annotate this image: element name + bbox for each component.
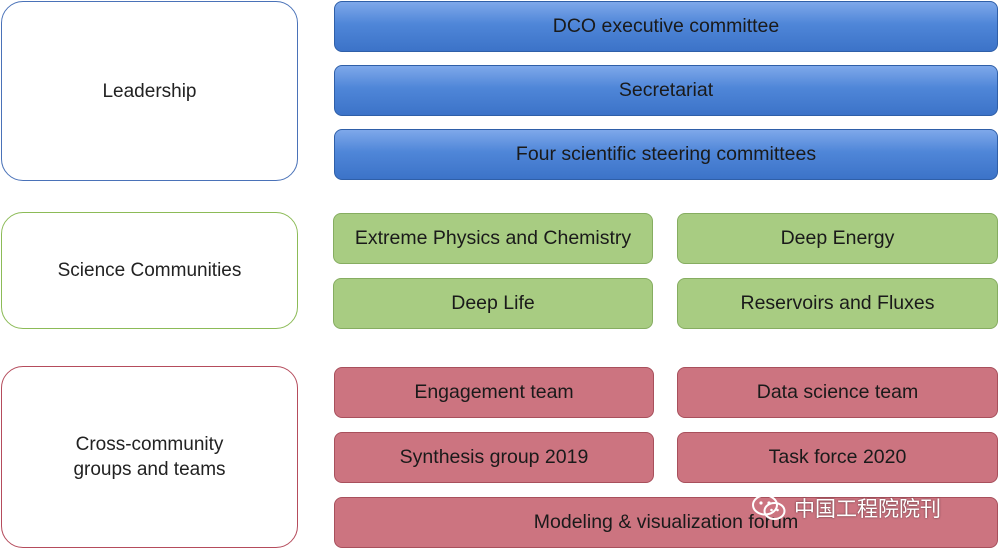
modeling-visualization-forum-box: Modeling & visualization forum — [334, 497, 998, 548]
steering-committees-box: Four scientific steering committees — [334, 129, 998, 180]
steering-committees-label: Four scientific steering committees — [515, 143, 817, 165]
cross-community-label: Cross-community groups and teams — [73, 434, 226, 480]
task-force-label: Task force 2020 — [768, 446, 907, 468]
extreme-physics-label: Extreme Physics and Chemistry — [354, 227, 632, 249]
data-science-team-label: Data science team — [756, 381, 919, 403]
synthesis-group-label: Synthesis group 2019 — [399, 446, 589, 468]
dco-executive-committee-label: DCO executive committee — [552, 15, 780, 37]
extreme-physics-box: Extreme Physics and Chemistry — [333, 213, 653, 264]
leadership-category: Leadership — [1, 1, 298, 181]
engagement-team-label: Engagement team — [414, 381, 574, 403]
secretariat-box: Secretariat — [334, 65, 998, 116]
science-communities-category: Science Communities — [1, 212, 298, 329]
reservoirs-fluxes-box: Reservoirs and Fluxes — [677, 278, 998, 329]
modeling-visualization-forum-label: Modeling & visualization forum — [533, 511, 799, 533]
deep-energy-box: Deep Energy — [677, 213, 998, 264]
watermark-text: 中国工程院院刊 — [794, 497, 941, 521]
leadership-label: Leadership — [102, 80, 197, 102]
cross-community-category: Cross-community groups and teams — [1, 366, 298, 548]
watermark: 中国工程院院刊 — [752, 493, 941, 523]
wechat-icon — [752, 494, 786, 520]
dco-executive-committee-box: DCO executive committee — [334, 1, 998, 52]
reservoirs-fluxes-label: Reservoirs and Fluxes — [740, 292, 935, 314]
secretariat-label: Secretariat — [618, 79, 714, 101]
deep-life-box: Deep Life — [333, 278, 653, 329]
deep-energy-label: Deep Energy — [780, 227, 895, 249]
deep-life-label: Deep Life — [451, 292, 535, 314]
engagement-team-box: Engagement team — [334, 367, 654, 418]
science-communities-label: Science Communities — [57, 260, 242, 281]
data-science-team-box: Data science team — [677, 367, 998, 418]
task-force-box: Task force 2020 — [677, 432, 998, 483]
synthesis-group-box: Synthesis group 2019 — [334, 432, 654, 483]
